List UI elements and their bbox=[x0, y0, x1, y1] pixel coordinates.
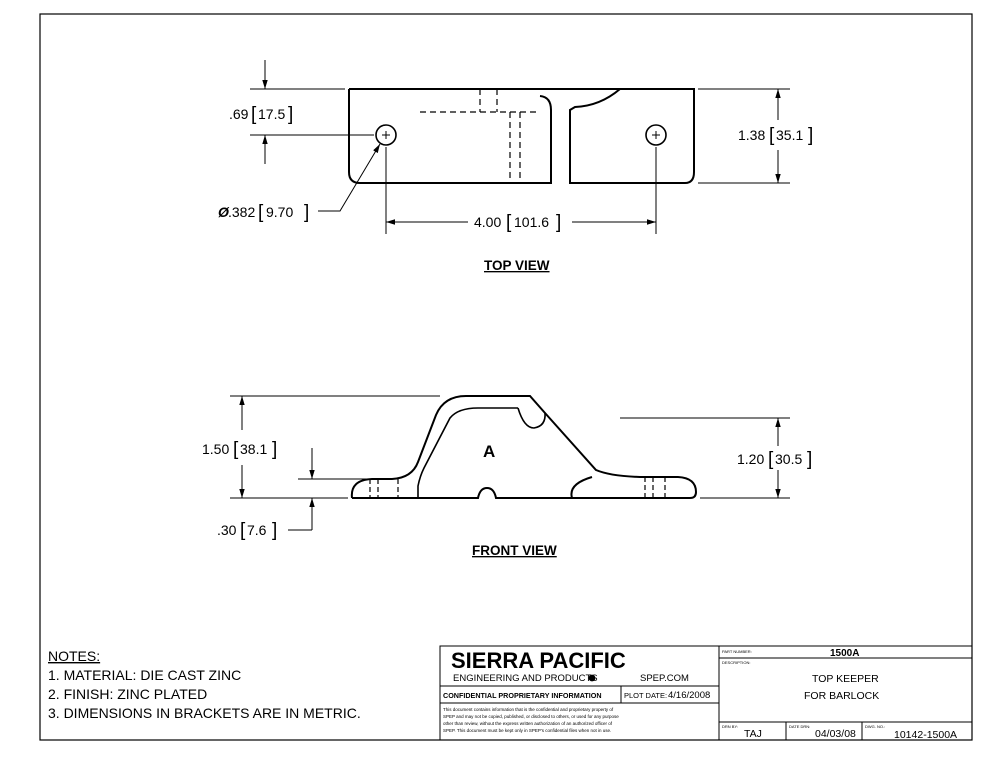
top-view bbox=[250, 60, 790, 234]
plot-date-label: PLOT DATE: bbox=[624, 691, 667, 700]
dim-width-bracket-close: ] bbox=[808, 125, 813, 146]
dim-width-inch: 1.38 bbox=[738, 127, 765, 143]
dim-hole-spacing-metric: 101.6 bbox=[514, 214, 549, 230]
dim-base-thickness-inch: .30 bbox=[217, 522, 237, 538]
dim-height-metric: 38.1 bbox=[240, 441, 267, 457]
drawn-by-value: TAJ bbox=[744, 728, 762, 740]
dim-hole-dia-bracket-open: [ bbox=[258, 202, 264, 223]
dim-width-bracket-open: [ bbox=[769, 125, 775, 146]
top-view-hole-left bbox=[375, 124, 397, 146]
dim-hole-spacing-inch: 4.00 bbox=[474, 214, 501, 230]
plot-date-value: 4/16/2008 bbox=[668, 690, 710, 701]
company-name: SIERRA PACIFIC bbox=[451, 648, 626, 673]
note-item: 2. FINISH: ZINC PLATED bbox=[48, 686, 207, 702]
dim-hole-spacing-bracket-close: ] bbox=[556, 212, 561, 233]
dim-offset-metric: 17.5 bbox=[258, 106, 285, 122]
top-view-left-top-edge bbox=[349, 88, 695, 184]
dim-base-thickness-metric: 7.6 bbox=[247, 522, 267, 538]
dim-inner-height-bracket-close: ] bbox=[807, 449, 812, 470]
drawn-by-label: DRN BY: bbox=[722, 724, 738, 729]
disclaimer-line: SPEP. This document must be kept only in… bbox=[443, 728, 611, 733]
description-label: DESCRIPTION: bbox=[722, 660, 750, 665]
confidential-label: CONFIDENTIAL PROPRIETARY INFORMATION bbox=[443, 691, 602, 700]
sheet-border bbox=[39, 13, 973, 741]
date-drawn-value: 04/03/08 bbox=[815, 728, 856, 740]
title-block bbox=[439, 645, 973, 741]
dwg-no-label: DWG. NO.: bbox=[865, 724, 885, 729]
front-view-dimension-lines bbox=[230, 395, 790, 531]
dwg-no-value: 10142-1500A bbox=[894, 729, 957, 741]
diameter-symbol: Ø bbox=[218, 204, 230, 220]
top-view-left-body bbox=[348, 89, 552, 184]
company-website: SPEP.COM bbox=[640, 673, 689, 684]
front-view-inner-edge bbox=[417, 407, 518, 498]
date-drawn-label: DATE DRN: bbox=[789, 724, 810, 729]
top-view-title: TOP VIEW bbox=[484, 258, 550, 273]
dim-hole-dia-bracket-close: ] bbox=[304, 202, 309, 223]
dim-offset-bracket-open: [ bbox=[251, 104, 257, 125]
disclaimer-line: This document contains information that … bbox=[443, 707, 614, 712]
dim-offset-bracket-close: ] bbox=[288, 104, 293, 125]
dim-height-bracket-open: [ bbox=[233, 439, 239, 460]
dim-hole-dia-inch: .382 bbox=[228, 204, 255, 220]
dim-inner-height-inch: 1.20 bbox=[737, 451, 764, 467]
note-item: 3. DIMENSIONS IN BRACKETS ARE IN METRIC. bbox=[48, 705, 361, 721]
dim-base-thickness-bracket-close: ] bbox=[272, 520, 277, 541]
company-subtitle: ENGINEERING AND PRODUCTS bbox=[453, 673, 598, 684]
dim-inner-height-bracket-open: [ bbox=[768, 449, 774, 470]
dim-height-inch: 1.50 bbox=[202, 441, 229, 457]
top-view-dimension-lines bbox=[250, 60, 790, 234]
front-view-hidden-lines bbox=[369, 477, 666, 498]
description-line: TOP KEEPER bbox=[812, 673, 879, 685]
disclaimer-line: other than review, without the express w… bbox=[443, 721, 613, 726]
description-line: FOR BARLOCK bbox=[804, 690, 879, 702]
part-number-label: PART NUMBER: bbox=[722, 649, 752, 654]
top-view-hole-right bbox=[645, 124, 667, 146]
dim-hole-dia-metric: 9.70 bbox=[266, 204, 293, 220]
notes-header: NOTES: bbox=[48, 648, 100, 664]
note-item: 1. MATERIAL: DIE CAST ZINC bbox=[48, 667, 241, 683]
part-number-value: 1500A bbox=[830, 648, 859, 659]
front-view-feature-label: A bbox=[483, 442, 495, 461]
front-view bbox=[230, 395, 790, 531]
front-view-title: FRONT VIEW bbox=[472, 543, 557, 558]
dim-hole-spacing-bracket-open: [ bbox=[506, 212, 512, 233]
dim-base-thickness-bracket-open: [ bbox=[240, 520, 246, 541]
dim-height-bracket-close: ] bbox=[272, 439, 277, 460]
front-view-notch bbox=[517, 407, 546, 429]
disclaimer-line: SPEP and may not be copied, published, o… bbox=[443, 714, 619, 719]
dim-inner-height-metric: 30.5 bbox=[775, 451, 802, 467]
dim-offset-inch: .69 bbox=[229, 106, 249, 122]
front-view-outline bbox=[350, 395, 698, 499]
top-view-hidden-lines bbox=[420, 89, 540, 183]
dim-width-metric: 35.1 bbox=[776, 127, 803, 143]
registered-mark-icon bbox=[588, 674, 596, 682]
